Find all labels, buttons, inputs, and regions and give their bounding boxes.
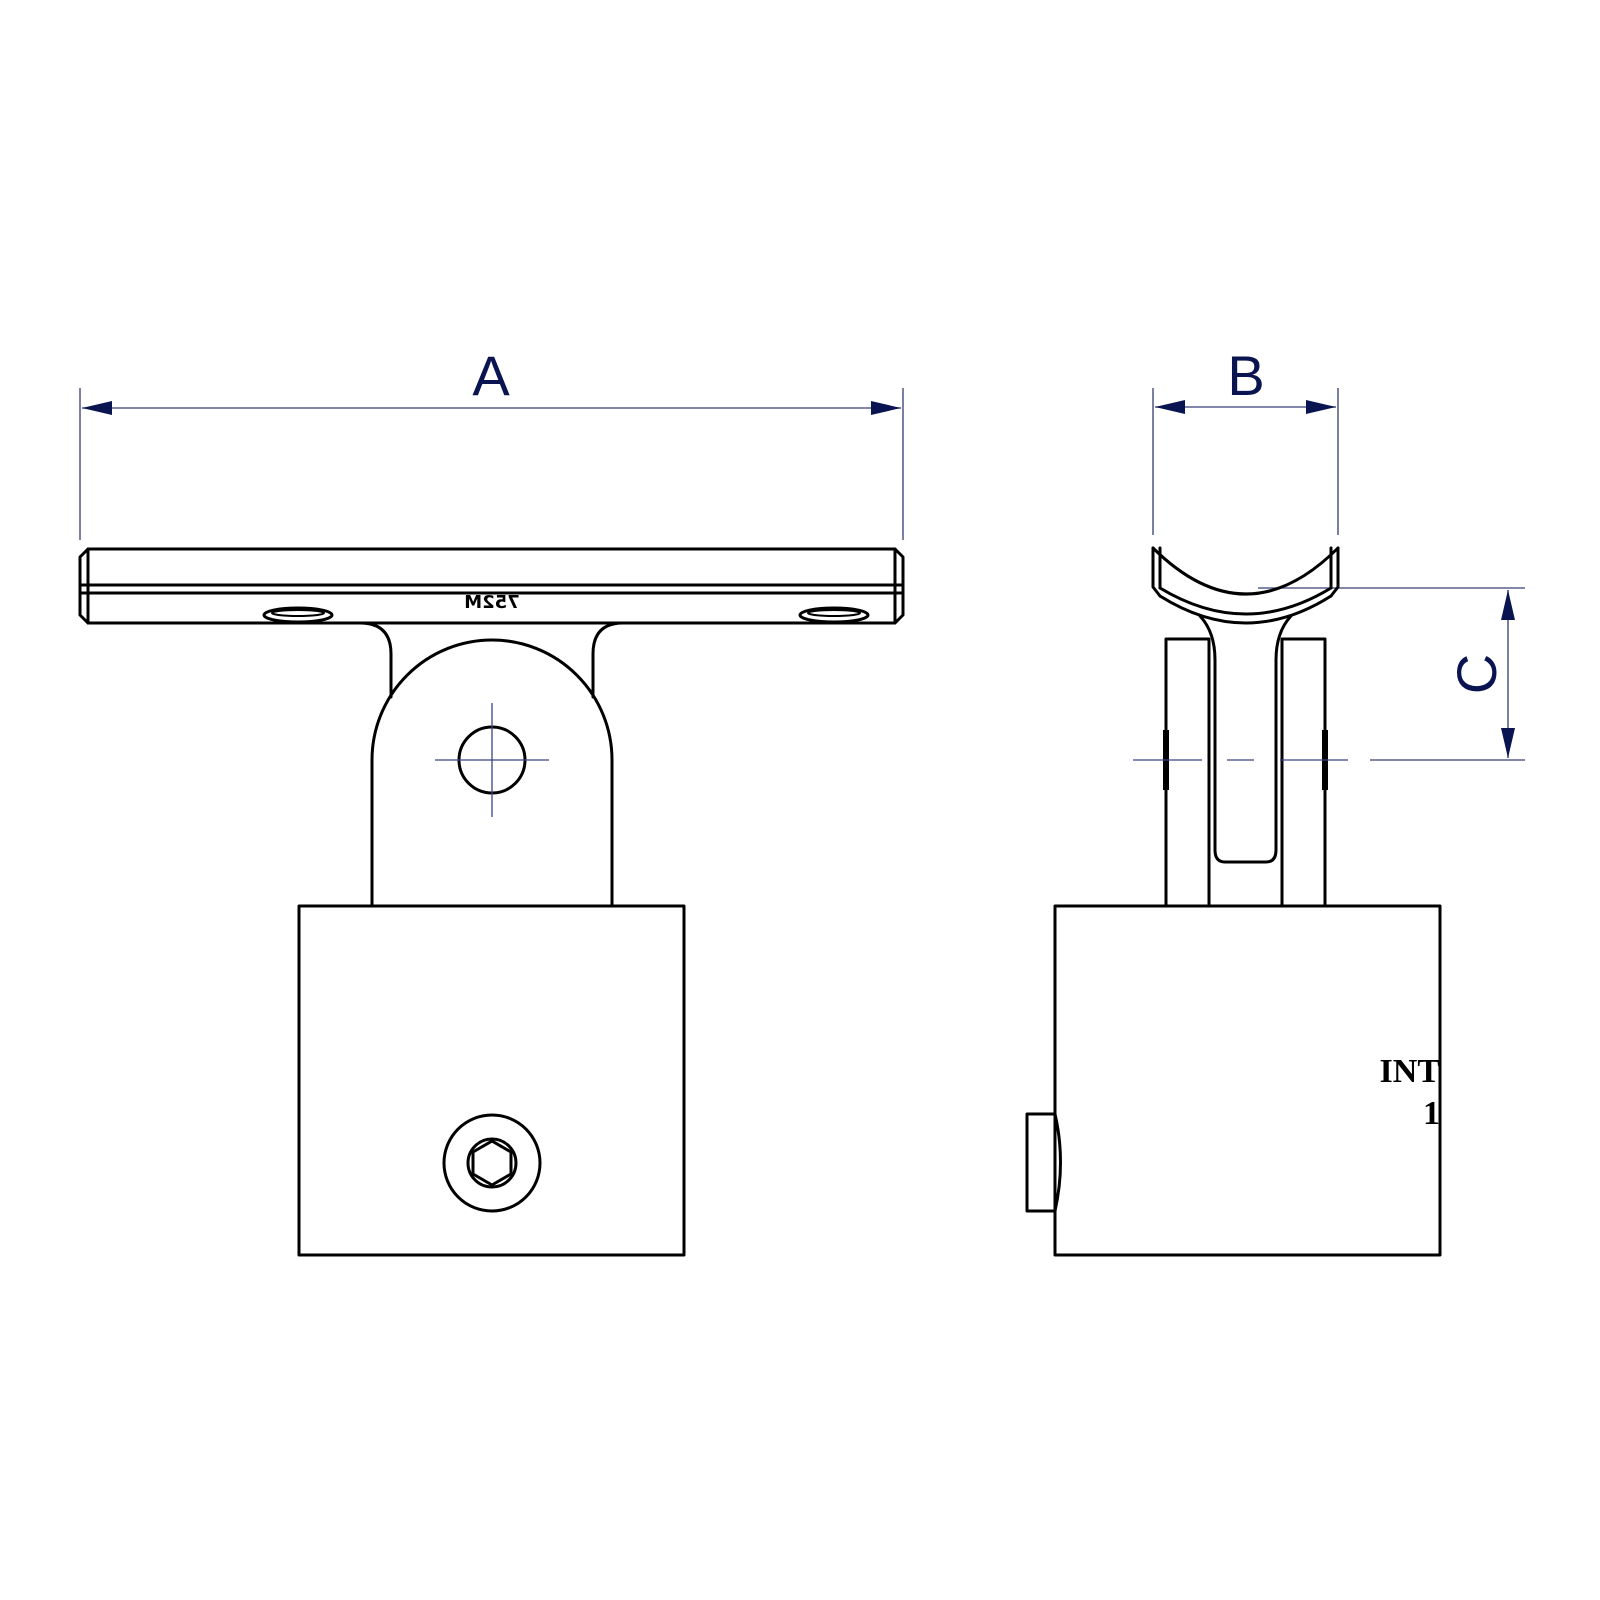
socket-base-front bbox=[297, 904, 686, 1257]
arrowhead-bottom-icon bbox=[1501, 728, 1515, 758]
saddle-profile bbox=[1151, 546, 1340, 906]
dimension-label-c: C bbox=[1445, 654, 1508, 694]
part-number-stamp: 752M bbox=[464, 592, 520, 613]
dimension-label-a: A bbox=[472, 344, 510, 407]
saddle-lower-curve bbox=[1158, 594, 1333, 625]
saddle-inner-curve bbox=[1158, 586, 1333, 616]
stem-fillet-right bbox=[591, 621, 625, 699]
tongue-outline bbox=[1198, 614, 1293, 864]
screw-slot-right-inner bbox=[807, 609, 861, 617]
arrowhead-right-icon bbox=[871, 401, 901, 415]
side-view: B C bbox=[1025, 344, 1525, 1257]
front-view: A 752M bbox=[78, 344, 905, 1257]
pivot-knuckle bbox=[370, 638, 614, 908]
set-screw-counterbore bbox=[442, 1113, 542, 1213]
set-screw-side-protrusion bbox=[1025, 1112, 1057, 1213]
arrowhead-right-icon bbox=[1306, 400, 1336, 414]
set-screw-side-curve bbox=[1053, 1112, 1062, 1213]
screw-slot-left-icon bbox=[262, 606, 334, 624]
side-stamp-line1: INT bbox=[1380, 1053, 1441, 1090]
saddle-upper-curve bbox=[1151, 546, 1340, 596]
arrowhead-top-icon bbox=[1501, 590, 1515, 620]
socket-base-outline bbox=[297, 904, 686, 1257]
clevis-cheek-left bbox=[1164, 637, 1211, 908]
saddle-stem bbox=[86, 621, 625, 699]
stem-fillet-left bbox=[358, 621, 393, 699]
dimension-b: B bbox=[1152, 344, 1339, 535]
arrowhead-left-icon bbox=[82, 401, 112, 415]
arrowhead-left-icon bbox=[1155, 400, 1185, 414]
screw-slot-left-inner bbox=[271, 609, 325, 617]
knuckle-outline bbox=[370, 638, 614, 908]
saddle-right-edge bbox=[1329, 546, 1340, 598]
saddle-left-edge bbox=[1151, 546, 1162, 598]
dimension-a: A bbox=[79, 344, 904, 540]
clevis-cheeks bbox=[1133, 637, 1348, 908]
set-screw-head bbox=[466, 1137, 518, 1189]
screw-slot-right-icon bbox=[798, 606, 870, 624]
hex-socket-icon bbox=[471, 1139, 513, 1187]
dimension-label-b: B bbox=[1227, 344, 1264, 407]
clevis-cheek-right bbox=[1280, 637, 1327, 908]
socket-base-side: INT 1 bbox=[1025, 904, 1442, 1257]
dimension-c: C bbox=[1258, 587, 1525, 761]
saddle-plate: 752M bbox=[78, 547, 905, 625]
side-stamp-line2: 1 bbox=[1423, 1095, 1440, 1132]
socket-base-side-outline bbox=[1053, 904, 1442, 1257]
